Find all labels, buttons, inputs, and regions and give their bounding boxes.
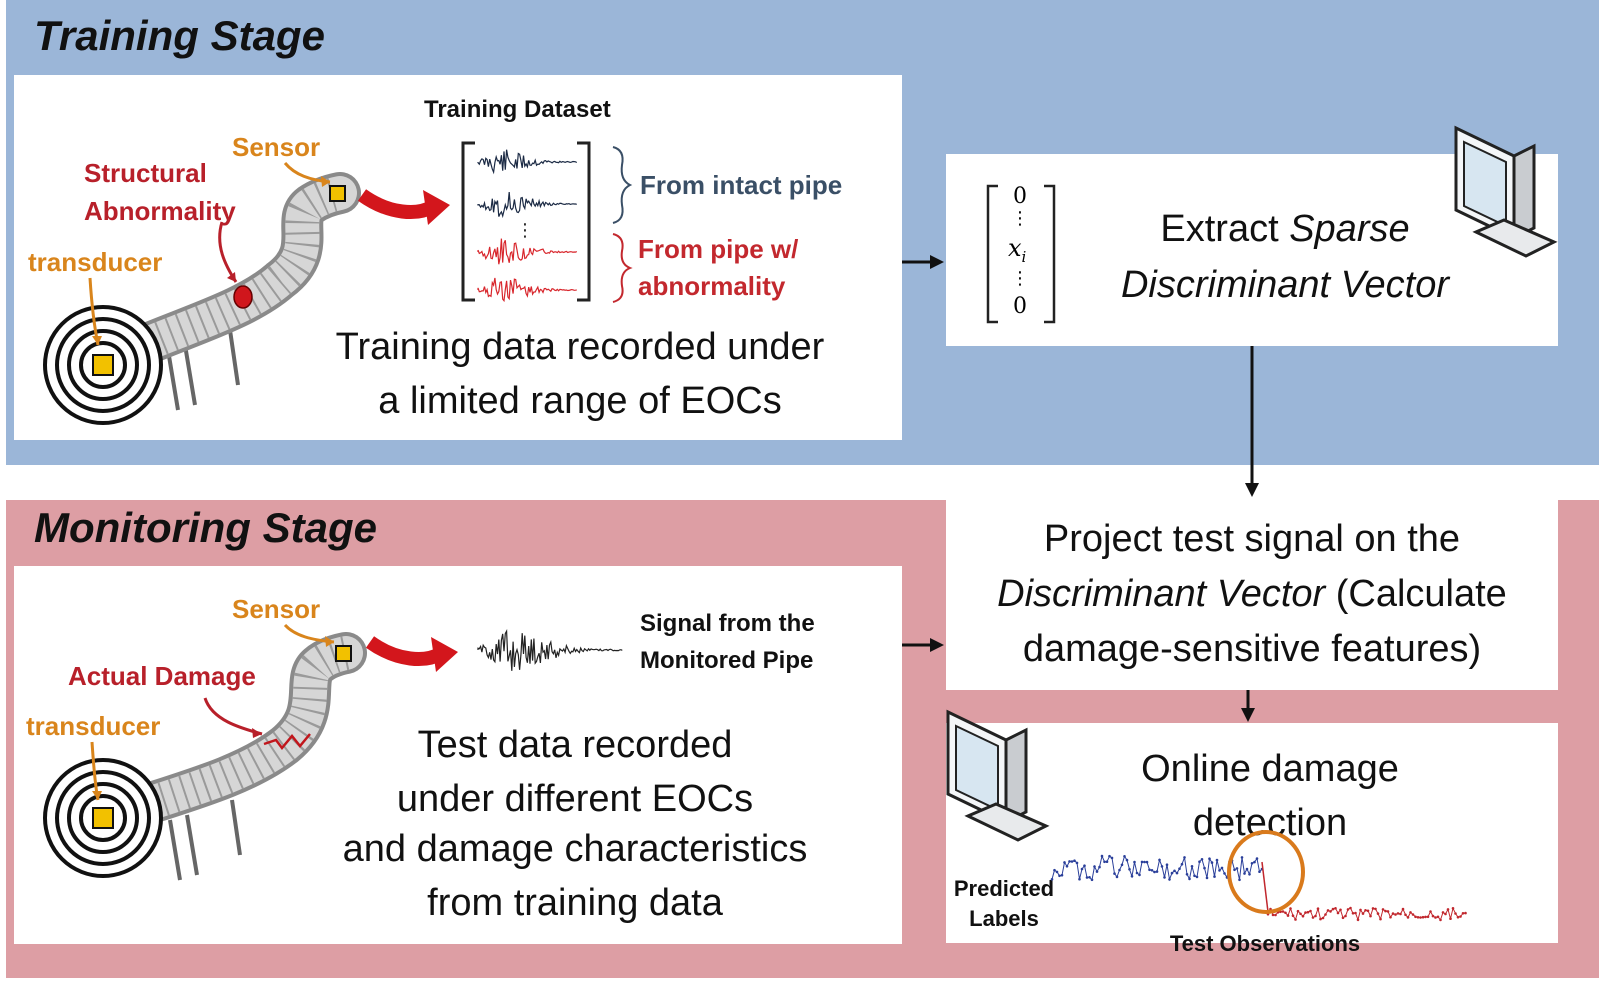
online-detection-line-2: detection xyxy=(1192,802,1348,844)
monitoring-transducer-label: transducer xyxy=(26,711,161,741)
monitoring-caption-line-2: under different EOCs xyxy=(396,778,754,820)
test-observations-axis-title: Test Observations xyxy=(1169,931,1361,956)
project-line-3: damage-sensitive features) xyxy=(1022,628,1482,670)
predicted-labels-axis-title-1: Predicted xyxy=(953,876,1055,901)
monitoring-stage-title: Monitoring Stage xyxy=(34,504,377,551)
online-detection-line-1: Online damage xyxy=(1141,748,1399,790)
structural-abnormality-label-2: Abnormality xyxy=(84,196,236,226)
monitoring-caption-line-4: from training data xyxy=(427,882,723,924)
project-line-2: Discriminant Vector (Calculate xyxy=(997,573,1507,615)
vector-dots-lower: ⋮ xyxy=(1011,268,1029,289)
predicted-labels-axis-title-2: Labels xyxy=(969,906,1039,931)
extract-line-2: Discriminant Vector xyxy=(1120,264,1449,306)
project-signal-panel xyxy=(946,498,1558,690)
vector-top-zero: 0 xyxy=(1013,184,1027,209)
project-line-1: Project test signal on the xyxy=(1043,518,1461,560)
vector-middle-term: xi xyxy=(1008,234,1027,266)
intact-pipe-label: From intact pipe xyxy=(640,170,843,200)
vector-dots-upper: ⋮ xyxy=(1011,208,1029,229)
training-sensor-label: Sensor xyxy=(232,132,321,162)
extract-line-1: Extract Sparse xyxy=(1160,208,1410,250)
monitoring-caption-line-1: Test data recorded xyxy=(417,724,733,766)
training-stage-title: Training Stage xyxy=(34,12,325,59)
actual-damage-label: Actual Damage xyxy=(68,661,256,691)
abnormal-pipe-label-1: From pipe w/ xyxy=(638,234,799,264)
structural-abnormality-label-1: Structural xyxy=(84,158,207,188)
monitored-signal-label-2: Monitored Pipe xyxy=(640,647,814,674)
monitoring-sensor-label: Sensor xyxy=(232,594,321,624)
monitoring-caption-line-3: and damage characteristics xyxy=(342,828,808,870)
vector-bottom-zero: 0 xyxy=(1013,294,1027,319)
training-caption-line-2: a limited range of EOCs xyxy=(378,380,782,422)
abnormal-pipe-label-2: abnormality xyxy=(638,271,786,301)
monitored-signal-label-1: Signal from the xyxy=(640,610,815,637)
training-transducer-label: transducer xyxy=(28,247,163,277)
training-caption-line-1: Training data recorded under xyxy=(335,326,825,368)
training-dataset-title: Training Dataset xyxy=(424,96,611,123)
